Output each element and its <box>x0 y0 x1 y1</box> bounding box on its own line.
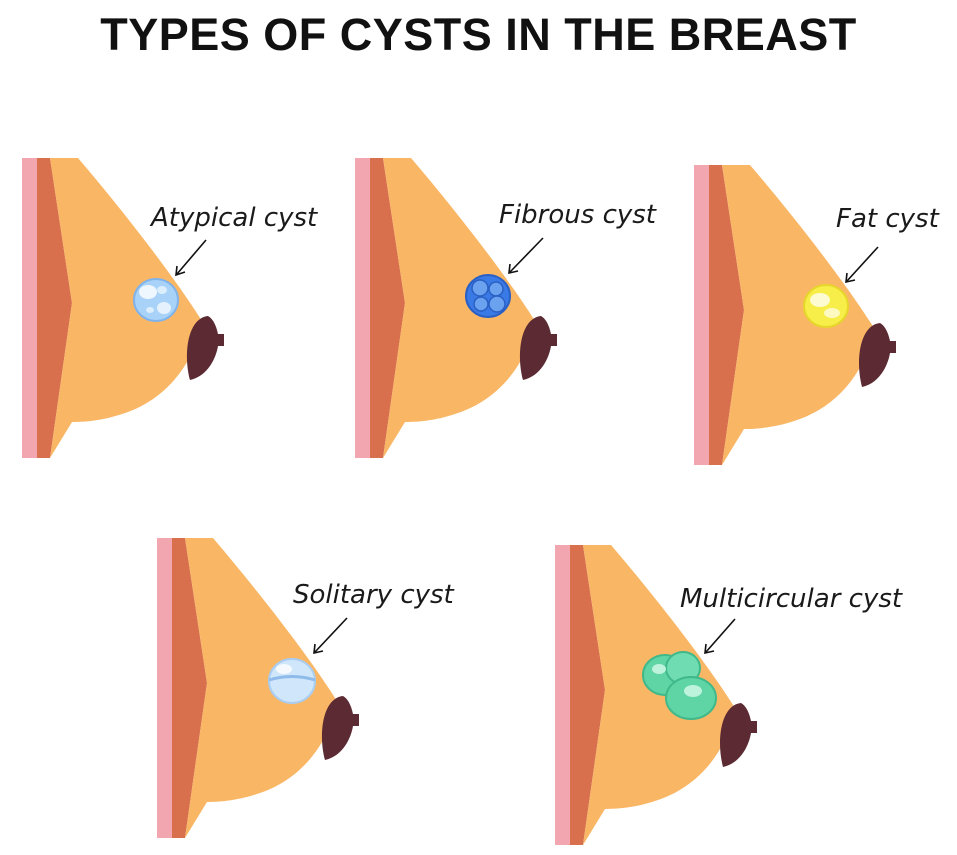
breast-anatomy <box>355 158 535 458</box>
atypical-cyst-label: Atypical cyst <box>151 203 318 233</box>
nipple-shape <box>187 316 224 380</box>
breast-anatomy <box>157 538 337 838</box>
fibrous-cyst-shape <box>465 274 511 318</box>
fat-cyst-shape <box>803 284 849 328</box>
breast-anatomy <box>694 165 874 465</box>
multicircular-arrow-icon <box>704 618 736 655</box>
breast-diagram-atypical <box>20 158 230 458</box>
nipple-shape <box>520 316 557 380</box>
multicircular-cyst-shape <box>642 651 717 720</box>
breast-anatomy <box>22 158 202 458</box>
atypical-cyst-shape <box>133 278 179 322</box>
atypical-arrow-icon <box>175 239 207 277</box>
fat-arrow-icon <box>845 246 879 284</box>
breast-diagram-fibrous <box>353 158 563 458</box>
fat-cyst-label: Fat cyst <box>836 204 939 234</box>
nipple-shape <box>720 703 757 767</box>
breast-diagram-fat <box>692 165 902 465</box>
multicircular-cyst-label: Multicircular cyst <box>680 584 903 614</box>
nipple-shape <box>859 323 896 387</box>
fibrous-cyst-label: Fibrous cyst <box>499 200 656 230</box>
solitary-arrow-icon <box>313 617 348 655</box>
solitary-cyst-shape <box>268 658 316 704</box>
diagram-title: TYPES OF CYSTS IN THE BREAST <box>100 9 857 60</box>
breast-diagram-solitary <box>155 538 365 838</box>
breast-diagram-multicircular <box>553 545 763 845</box>
fibrous-arrow-icon <box>508 237 544 275</box>
solitary-cyst-label: Solitary cyst <box>293 580 454 610</box>
nipple-shape <box>322 696 359 760</box>
